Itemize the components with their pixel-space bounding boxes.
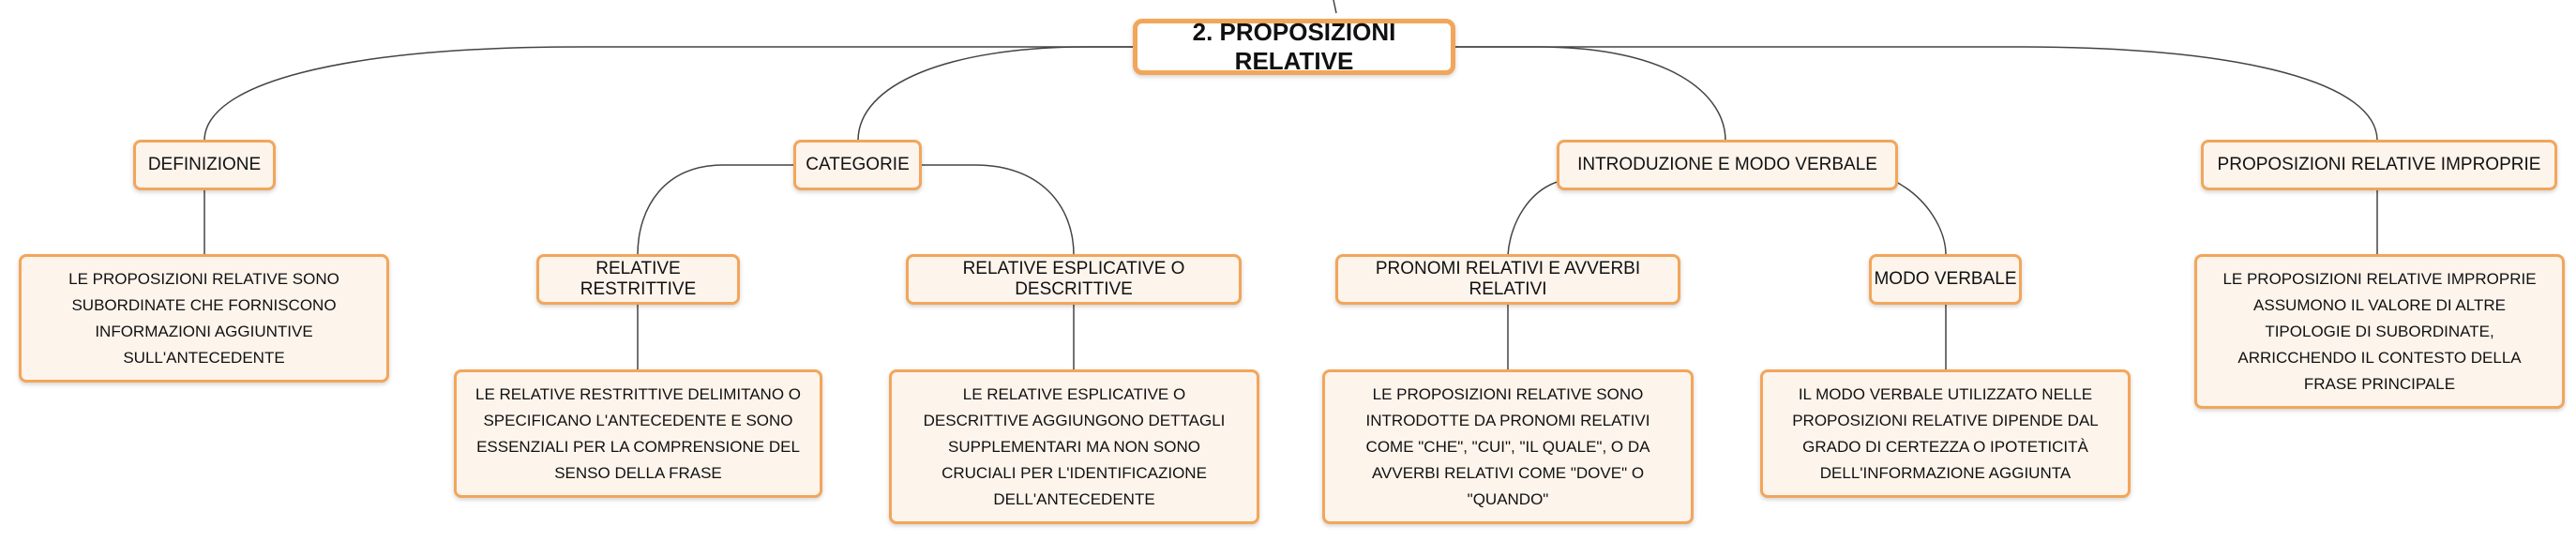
root-incoming-line	[1333, 0, 1337, 14]
root-title: 2. PROPOSIZIONI RELATIVE	[1192, 18, 1396, 75]
node-definizione-desc-text: LE PROPOSIZIONI RELATIVE SONO SUBORDINAT…	[68, 269, 339, 367]
node-introduzione-label: INTRODUZIONE E MODO VERBALE	[1577, 155, 1877, 174]
link-root-categorie	[857, 46, 1133, 142]
node-pronomi-relativi-label: PRONOMI RELATIVI E AVVERBI RELATIVI	[1375, 259, 1641, 299]
node-modo-verbale-desc[interactable]: IL MODO VERBALE UTILIZZATO NELLE PROPOSI…	[1760, 369, 2131, 498]
link-root-improprie	[1455, 46, 2378, 142]
node-relative-esplicative-desc[interactable]: LE RELATIVE ESPLICATIVE O DESCRITTIVE AG…	[889, 369, 1259, 524]
node-categorie-label: CATEGORIE	[806, 155, 910, 174]
node-improprie-desc[interactable]: LE PROPOSIZIONI RELATIVE IMPROPRIE ASSUM…	[2194, 254, 2565, 409]
node-modo-verbale-desc-text: IL MODO VERBALE UTILIZZATO NELLE PROPOSI…	[1792, 384, 2099, 482]
node-introduzione[interactable]: INTRODUZIONE E MODO VERBALE	[1557, 140, 1898, 190]
node-definizione-label: DEFINIZIONE	[147, 155, 262, 174]
node-modo-verbale[interactable]: MODO VERBALE	[1869, 254, 2022, 305]
node-relative-restrittive-label: RELATIVE RESTRITTIVE	[580, 259, 697, 299]
link-categorie-esplicative	[922, 164, 1075, 256]
link-introduzione-pronomi	[1507, 179, 1565, 256]
node-definizione-desc[interactable]: LE PROPOSIZIONI RELATIVE SONO SUBORDINAT…	[19, 254, 389, 383]
node-relative-restrittive-desc-text: LE RELATIVE RESTRITTIVE DELIMITANO O SPE…	[475, 384, 801, 482]
node-categorie[interactable]: CATEGORIE	[793, 140, 922, 190]
node-relative-restrittive-desc[interactable]: LE RELATIVE RESTRITTIVE DELIMITANO O SPE…	[454, 369, 822, 498]
node-relative-esplicative-desc-text: LE RELATIVE ESPLICATIVE O DESCRITTIVE AG…	[923, 384, 1226, 508]
node-pronomi-relativi[interactable]: PRONOMI RELATIVI E AVVERBI RELATIVI	[1335, 254, 1680, 305]
link-root-definizione	[203, 46, 1133, 142]
node-improprie-label: PROPOSIZIONI RELATIVE IMPROPRIE	[2217, 155, 2541, 174]
root-node[interactable]: 2. PROPOSIZIONI RELATIVE	[1133, 18, 1455, 75]
link-categorie-restrittive	[637, 164, 793, 256]
node-relative-esplicative-label: RELATIVE ESPLICATIVE O DESCRITTIVE	[962, 259, 1185, 299]
node-pronomi-relativi-desc[interactable]: LE PROPOSIZIONI RELATIVE SONO INTRODOTTE…	[1322, 369, 1694, 524]
node-pronomi-relativi-desc-text: LE PROPOSIZIONI RELATIVE SONO INTRODOTTE…	[1365, 384, 1650, 508]
node-modo-verbale-label: MODO VERBALE	[1874, 269, 2017, 289]
link-root-introduzione	[1455, 46, 1726, 142]
node-relative-esplicative[interactable]: RELATIVE ESPLICATIVE O DESCRITTIVE	[906, 254, 1242, 305]
node-definizione[interactable]: DEFINIZIONE	[133, 140, 276, 190]
node-improprie[interactable]: PROPOSIZIONI RELATIVE IMPROPRIE	[2201, 140, 2557, 190]
link-introduzione-modo	[1891, 179, 1947, 256]
node-relative-restrittive[interactable]: RELATIVE RESTRITTIVE	[536, 254, 740, 305]
node-improprie-desc-text: LE PROPOSIZIONI RELATIVE IMPROPRIE ASSUM…	[2222, 269, 2537, 393]
